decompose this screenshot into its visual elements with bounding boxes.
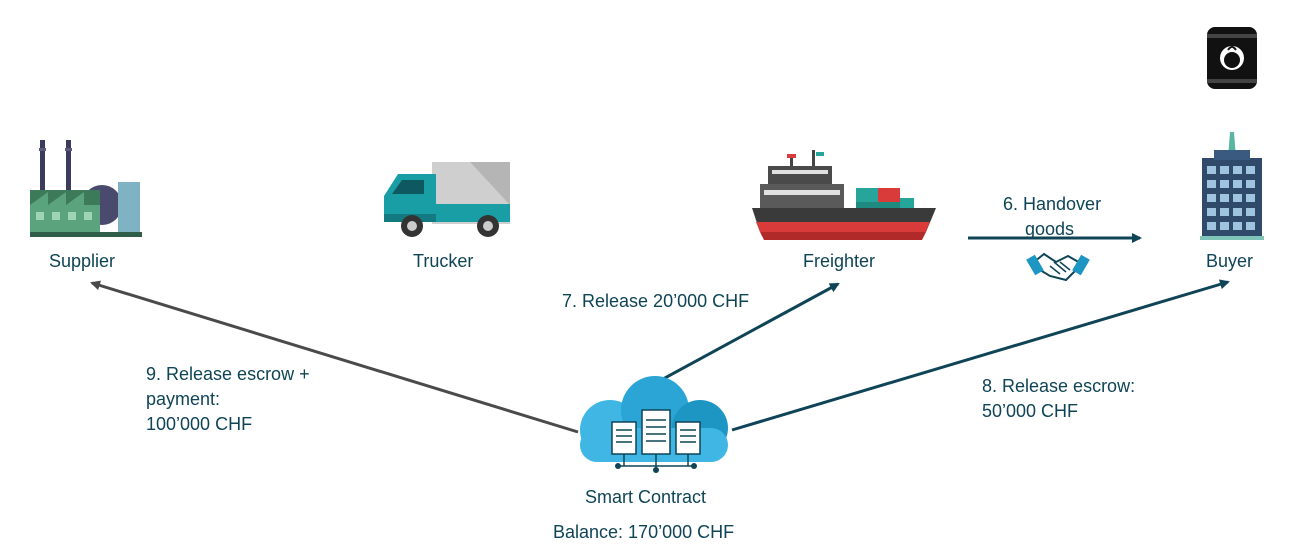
ship-icon [752,150,936,240]
handover-note: 6. Handover goods [1003,192,1101,242]
smart-contract-label: Smart Contract [585,487,707,507]
release-buyer-line2: 50’000 CHF [982,401,1079,421]
buyer-label: Buyer [1206,251,1254,271]
handshake-icon [1026,252,1090,282]
release-supplier-note: 9. Release escrow + payment: 100’000 CHF [146,362,310,437]
arrow-to-freighter [651,282,840,387]
release-freighter-note: 7. Release 20’000 CHF [562,291,750,311]
trucker-label: Trucker [413,251,474,271]
building-icon [1200,132,1264,240]
release-supplier-line2: payment: [146,389,221,409]
can-icon [1207,27,1257,89]
supplier-label: Supplier [49,251,116,271]
arrow-to-supplier [90,280,579,434]
release-supplier-line1: 9. Release escrow + [146,364,310,384]
cloud-server-icon [580,376,728,473]
truck-icon [384,162,510,237]
release-supplier-line3: 100’000 CHF [146,414,253,434]
contract-balance: Balance: 170’000 CHF [553,522,735,542]
handover-line1: 6. Handover [1003,194,1102,214]
release-buyer-note: 8. Release escrow: 50’000 CHF [982,374,1135,424]
release-buyer-line1: 8. Release escrow: [982,376,1136,396]
factory-icon [30,140,142,237]
handover-line2: goods [1025,219,1075,239]
freighter-label: Freighter [803,251,876,271]
arrow-to-buyer [731,279,1230,432]
